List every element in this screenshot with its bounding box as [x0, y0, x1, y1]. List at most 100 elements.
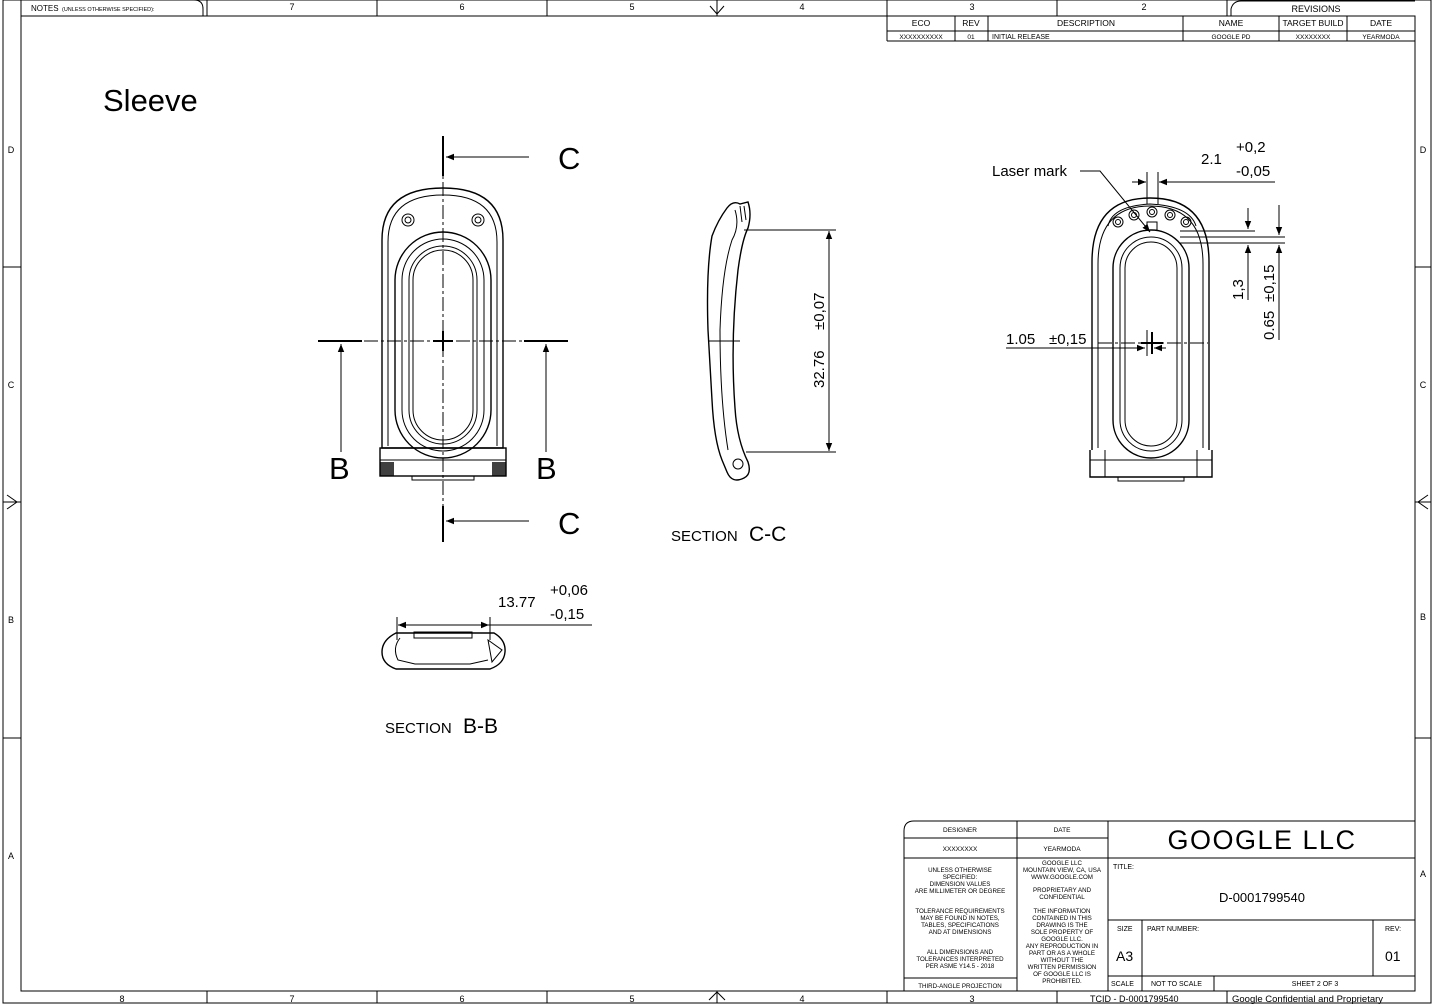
scale-label: SCALE [1111, 981, 1134, 988]
scale-value: NOT TO SCALE [1151, 981, 1202, 988]
note-mid-3-line-11: PROHIBITED. [1042, 978, 1082, 985]
rev-header-date: DATE [1370, 18, 1392, 28]
size-label: SIZE [1117, 926, 1133, 933]
note-mid-3-line-6: ANY REPRODUCTION IN [1026, 943, 1098, 950]
rev-header-description: DESCRIPTION [1057, 18, 1115, 28]
zone-left-a: A [8, 851, 14, 861]
note-mid-3-line-1: THE INFORMATION [1034, 908, 1091, 915]
zone-right-b: B [1420, 612, 1426, 622]
designer-value: XXXXXXXX [943, 846, 978, 853]
zone-top-3: 5 [629, 2, 634, 12]
section-b-label-right: B [536, 451, 557, 486]
top-tol-plus: +0,2 [1236, 139, 1266, 156]
zone-bottom-6: 3 [969, 994, 974, 1004]
bb-tol-plus: +0,06 [550, 582, 588, 599]
note-mid-3-line-10: OF GOOGLE LLC IS [1033, 971, 1091, 978]
drawing-title: Sleeve [103, 83, 198, 118]
title-block: DESIGNER XXXXXXXX DATE YEARMODA GOOGLE L… [903, 820, 1415, 1004]
rev-header-name: NAME [1219, 18, 1244, 28]
rev-header-target-build: TARGET BUILD [1282, 18, 1343, 28]
note-left-3-line-1: ALL DIMENSIONS AND [927, 949, 994, 956]
note-left-3-line-3: PER ASME Y14.5 - 2018 [926, 963, 995, 970]
zone-bottom-4: 5 [629, 994, 634, 1004]
note-mid-2-line-1: PROPRIETARY AND [1033, 887, 1092, 894]
section-b-label-left: B [329, 451, 350, 486]
zone-right-c: C [1420, 380, 1427, 390]
date-value: YEARMODA [1043, 846, 1081, 853]
note-left-3: ALL DIMENSIONS AND TOLERANCES INTERPRETE… [916, 949, 1004, 970]
rev-header-eco: ECO [912, 18, 931, 28]
size-value: A3 [1116, 948, 1133, 964]
cc-length-value: 32.76 [811, 350, 828, 388]
note-left-2-line-3: TABLES, SPECIFICATIONS [921, 922, 999, 929]
section-cc-prefix: SECTION [671, 528, 738, 545]
rev-row-target-build: XXXXXXXX [1296, 34, 1331, 41]
section-cc-view: 32.76 ±0,07 SECTION C-C [671, 201, 836, 546]
revisions-block: REVISIONS ECO REV DESCRIPTION NAME TARGE… [886, 0, 1415, 42]
note-mid-3-line-4: SOLE PROPERTY OF [1031, 929, 1094, 936]
note-mid-3-line-3: DRAWING IS THE [1036, 922, 1087, 929]
note-left-2-line-2: MAY BE FOUND IN NOTES, [920, 915, 999, 922]
top-tol-minus: -0,05 [1236, 163, 1270, 180]
section-bb-label: B-B [463, 715, 498, 738]
note-left-1-line-3: DIMENSION VALUES [930, 881, 991, 888]
note-mid-1: GOOGLE LLC MOUNTAIN VIEW, CA, USA WWW.GO… [1023, 860, 1102, 881]
zone-left-d: D [8, 145, 15, 155]
note-mid-3: THE INFORMATION CONTAINED IN THIS DRAWIN… [1026, 908, 1098, 985]
zone-right-a: A [1420, 869, 1426, 879]
confidential-note: Google Confidential and Proprietary [1232, 994, 1383, 1004]
side-h1-value: 1,3 [1230, 279, 1247, 300]
section-bb-view: 13.77 +0,06 -0,15 SECTION B-B [381, 582, 592, 738]
note-mid-3-line-7: PART OR AS A WHOLE [1029, 950, 1095, 957]
section-c-label-bottom: C [558, 506, 580, 541]
note-left-1: UNLESS OTHERWISE SPECIFIED: DIMENSION VA… [915, 867, 1005, 895]
rev-row-eco: XXXXXXXXXX [899, 34, 943, 41]
title-label: TITLE: [1113, 864, 1134, 871]
note-mid-1-line-2: MOUNTAIN VIEW, CA, USA [1023, 867, 1102, 874]
bb-tol-minus: -0,15 [550, 606, 584, 623]
zone-bottom-5: 4 [799, 994, 804, 1004]
note-left-2: TOLERANCE REQUIREMENTS MAY BE FOUND IN N… [915, 908, 1004, 936]
date-label: DATE [1054, 827, 1072, 834]
rev-header-rev: REV [962, 18, 980, 28]
title-value: D-0001799540 [1219, 890, 1305, 905]
zone-top-4: 4 [799, 2, 804, 12]
notes-label: NOTES [31, 4, 59, 13]
inner-border [20, 15, 1416, 992]
zone-bottom-2: 7 [289, 994, 294, 1004]
note-mid-3-line-5: GOOGLE LLC. [1041, 936, 1083, 943]
revisions-title: REVISIONS [1291, 4, 1340, 14]
note-left-1-line-2: SPECIFIED: [943, 874, 978, 881]
projection-label: THIRD-ANGLE PROJECTION [918, 983, 1002, 990]
offset-value: 1.05 [1006, 331, 1035, 348]
zone-ticks-top [206, 0, 1228, 16]
cc-length-tol: ±0,07 [811, 293, 828, 330]
zone-labels: 7 6 5 4 3 2 8 7 6 5 4 3 D C B A D C B A [8, 2, 1427, 1004]
detail-view: 1.05 ±0,15 2.1 +0,2 -0,05 Laser mark 1,3… [992, 139, 1285, 482]
tcid: TCID - D-0001799540 [1090, 994, 1179, 1004]
offset-tol: ±0,15 [1049, 331, 1086, 348]
section-cc-label: C-C [749, 523, 786, 546]
bb-width-value: 13.77 [498, 594, 536, 611]
note-mid-3-line-9: WRITTEN PERMISSION [1028, 964, 1097, 971]
laser-mark-label: Laser mark [992, 163, 1068, 180]
note-left-1-line-1: UNLESS OTHERWISE [928, 867, 992, 874]
part-number-label: PART NUMBER: [1147, 926, 1199, 933]
note-mid-2: PROPRIETARY AND CONFIDENTIAL [1033, 887, 1092, 901]
note-mid-1-line-3: WWW.GOOGLE.COM [1031, 874, 1093, 881]
zone-top-5: 3 [969, 2, 974, 12]
note-left-3-line-2: TOLERANCES INTERPRETED [916, 956, 1004, 963]
zone-left-c: C [8, 380, 15, 390]
zone-right-d: D [1420, 145, 1427, 155]
rev-label: REV: [1385, 926, 1401, 933]
note-left-2-line-1: TOLERANCE REQUIREMENTS [915, 908, 1004, 915]
zone-left-b: B [8, 615, 14, 625]
note-mid-1-line-1: GOOGLE LLC [1042, 860, 1082, 867]
front-view: C C B B [318, 136, 580, 542]
zone-bottom-3: 6 [459, 994, 464, 1004]
top-width-value: 2.1 [1201, 151, 1222, 168]
note-mid-2-line-2: CONFIDENTIAL [1039, 894, 1085, 901]
notes-tab: NOTES (UNLESS OTHERWISE SPECIFIED): [20, 0, 204, 17]
section-bb-prefix: SECTION [385, 720, 452, 737]
